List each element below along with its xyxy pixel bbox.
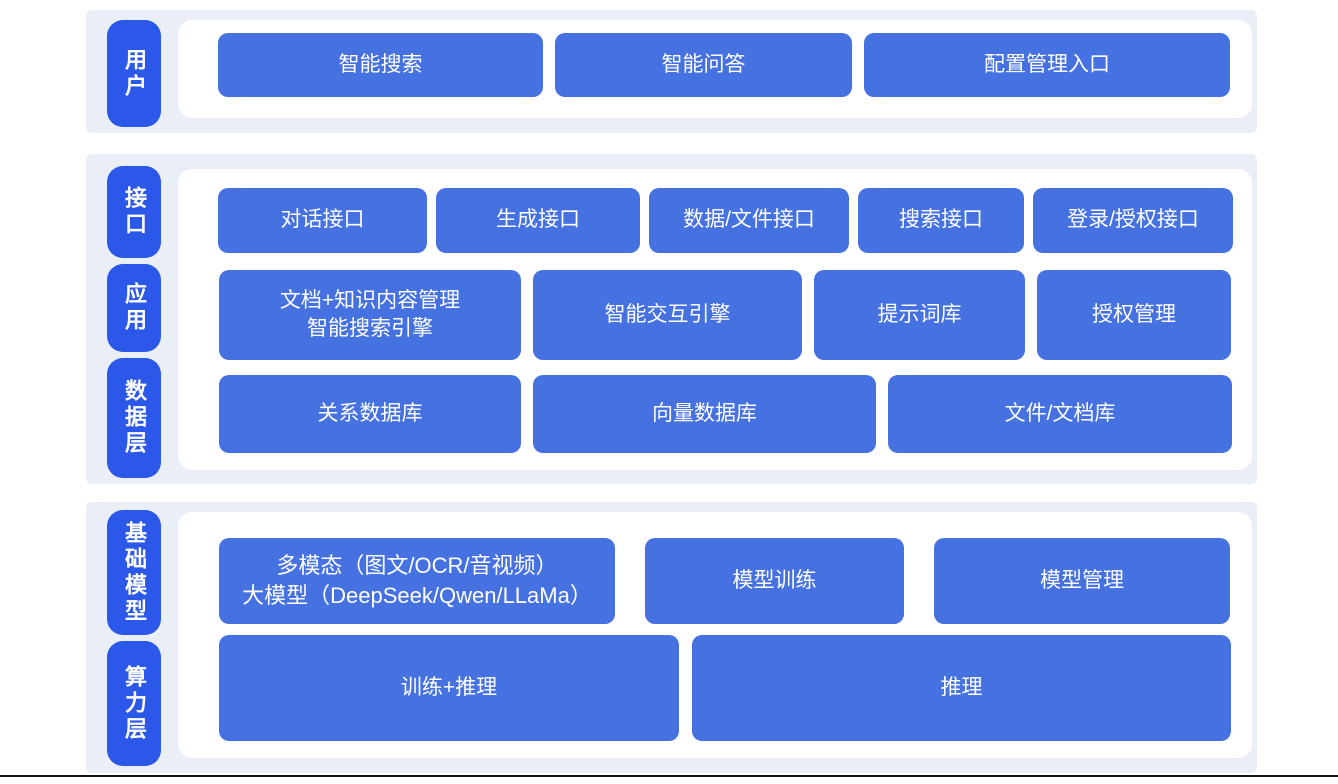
- block-data-file-interface: 数据/文件接口: [649, 188, 849, 253]
- block-relational-database: 关系数据库: [219, 375, 521, 453]
- user-entry-row: 智能搜索 智能问答 配置管理入口: [218, 33, 1230, 97]
- interface-row: 对话接口 生成接口 数据/文件接口 搜索接口 登录/授权接口: [218, 188, 1233, 253]
- pill-data-layer: 数据层: [107, 358, 161, 478]
- block-file-document-store: 文件/文档库: [888, 375, 1232, 453]
- block-model-training: 模型训练: [645, 538, 904, 624]
- block-smart-qa: 智能问答: [555, 33, 852, 97]
- block-generation-interface: 生成接口: [436, 188, 640, 253]
- block-training-plus-inference: 训练+推理: [219, 635, 679, 741]
- pill-foundation-model-layer: 基础模型: [107, 510, 161, 635]
- block-multimodal-large-model: 多模态（图文/OCR/音视频） 大模型（DeepSeek/Qwen/LLaMa）: [219, 538, 615, 624]
- block-vector-database: 向量数据库: [533, 375, 876, 453]
- block-model-management: 模型管理: [934, 538, 1230, 624]
- model-row: 多模态（图文/OCR/音视频） 大模型（DeepSeek/Qwen/LLaMa）…: [219, 538, 1230, 624]
- block-search-interface: 搜索接口: [858, 188, 1024, 253]
- application-row: 文档+知识内容管理 智能搜索引擎 智能交互引擎 提示词库 授权管理: [219, 270, 1231, 360]
- block-inference: 推理: [692, 635, 1231, 741]
- block-prompt-library: 提示词库: [814, 270, 1025, 360]
- block-config-management-entry: 配置管理入口: [864, 33, 1230, 97]
- data-row: 关系数据库 向量数据库 文件/文档库: [219, 375, 1232, 453]
- compute-row: 训练+推理 推理: [219, 635, 1231, 741]
- pill-application-layer: 应用: [107, 264, 161, 352]
- block-dialog-interface: 对话接口: [218, 188, 427, 253]
- pill-compute-layer: 算力层: [107, 641, 161, 766]
- block-doc-knowledge-search-engine: 文档+知识内容管理 智能搜索引擎: [219, 270, 521, 360]
- pill-user-layer: 用户: [107, 20, 161, 127]
- bottom-divider-line: [0, 775, 1338, 777]
- block-smart-search: 智能搜索: [218, 33, 543, 97]
- block-login-auth-interface: 登录/授权接口: [1033, 188, 1233, 253]
- block-smart-interaction-engine: 智能交互引擎: [533, 270, 802, 360]
- block-authorization-management: 授权管理: [1037, 270, 1231, 360]
- pill-interface-layer: 接口: [107, 166, 161, 258]
